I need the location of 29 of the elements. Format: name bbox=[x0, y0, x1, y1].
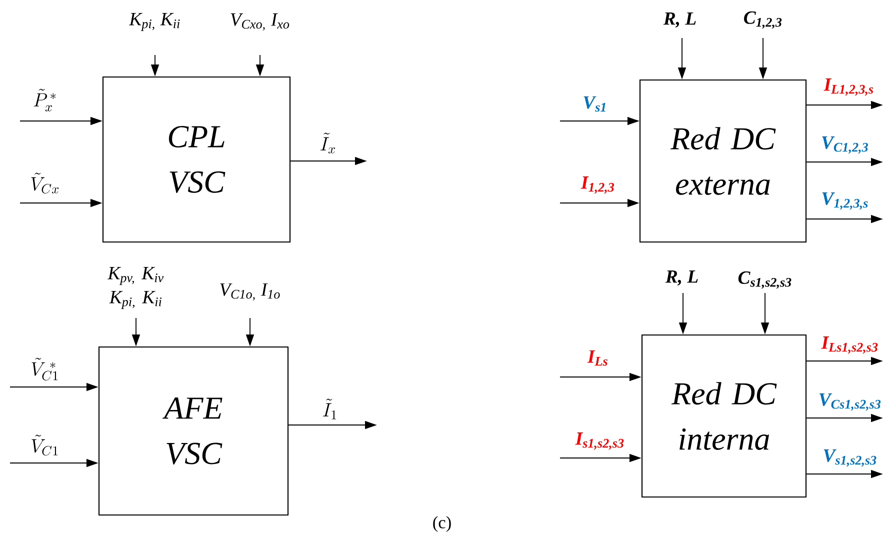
edge-label: V$_{1,2,3,s}$ bbox=[822, 192, 868, 210]
edge-label: I$_{Ls1,s2,s3}$ bbox=[821, 336, 878, 354]
panel-label: (c) bbox=[433, 516, 451, 532]
edge-label: R, L bbox=[665, 270, 698, 286]
edge-label: $\tilde{V}_{C1}^{\;*}$ bbox=[32, 358, 58, 380]
edge-label: K$_{pv,}$ K$_{iv}$ K$_{pi,}$ K$_{ii}$ bbox=[108, 267, 164, 309]
edge-label: I$_{s1,s2,s3}$ bbox=[575, 432, 624, 450]
edge-label: V$_{s1}$ bbox=[584, 96, 606, 112]
edge-label: V$_{s1,s2,s3}$ bbox=[824, 449, 876, 467]
block-box: CPL VSC bbox=[102, 76, 291, 243]
edge-label: V$_{Cxo,}$ I$_{xo}$ bbox=[230, 13, 290, 31]
edge-label: $\tilde{P}_x^{\,*}$ bbox=[34, 88, 56, 112]
edge-label: $\tilde{I}_x$ bbox=[320, 132, 336, 154]
edge-label: V$_{C1o,}$ I$_{1o}$ bbox=[220, 283, 280, 301]
edge-label: V$_{Cs1,s2,s3}$ bbox=[819, 393, 881, 411]
edge-label: $\tilde{V}_{C1}$ bbox=[32, 434, 58, 456]
edge-label: $\tilde{I}_1$ bbox=[322, 398, 336, 420]
edge-label: V$_{C1,2,3}$ bbox=[822, 136, 868, 154]
edge-label: K$_{pi,}$ K$_{ii}$ bbox=[129, 13, 180, 31]
edge-label: I$_{1,2,3}$ bbox=[580, 176, 614, 194]
edge-label: C$_{1,2,3}$ bbox=[744, 11, 782, 29]
block-box: AFE VSC bbox=[98, 346, 289, 516]
edge-label: I$_{L1,2,3,s}$ bbox=[824, 78, 874, 96]
block-box: Red DC externa bbox=[639, 79, 807, 243]
edge-label: I$_{Ls}$ bbox=[587, 350, 608, 366]
edge-label: $\tilde{V}_{Cx}$ bbox=[31, 172, 59, 194]
block-box: Red DC interna bbox=[641, 334, 807, 498]
edge-label: C$_{s1,s2,s3}$ bbox=[738, 271, 792, 289]
edge-label: R, L bbox=[663, 12, 696, 28]
